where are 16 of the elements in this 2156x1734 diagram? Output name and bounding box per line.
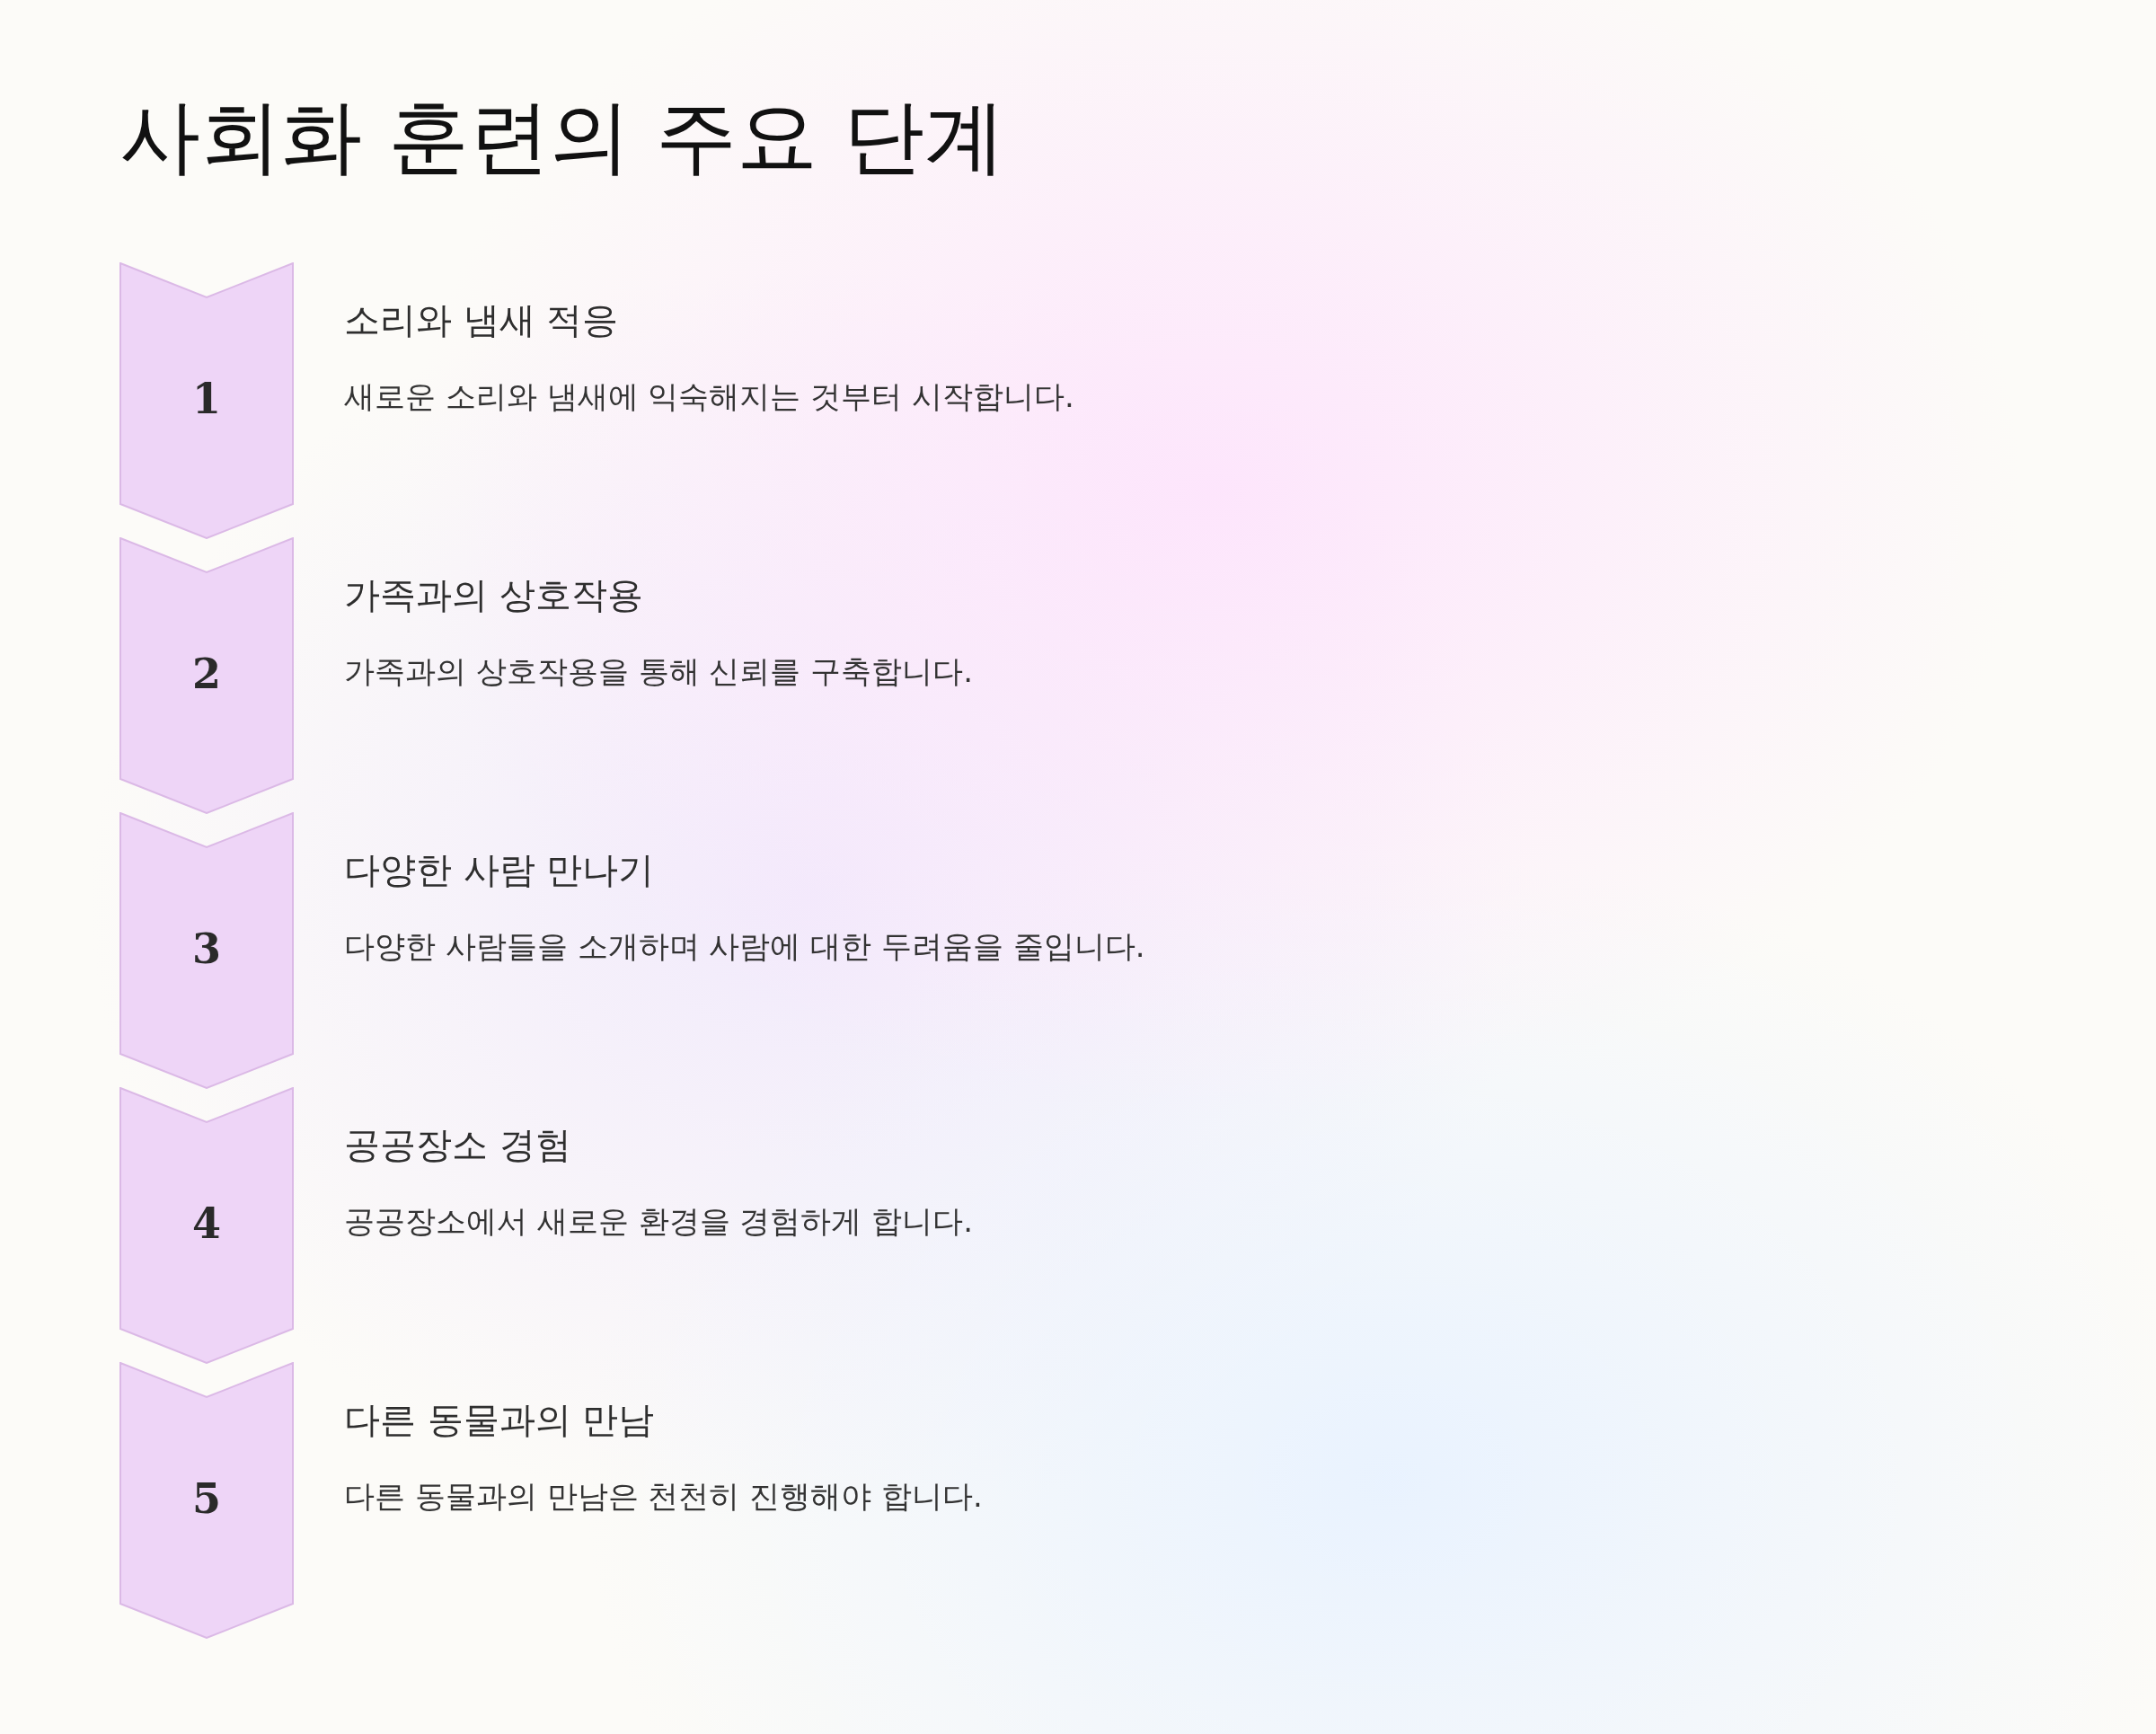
step-heading: 다른 동물과의 만남 (344, 1398, 655, 1442)
step-number: 1 (192, 374, 221, 424)
step-number: 4 (192, 1199, 221, 1249)
step-description: 공공장소에서 새로운 환경을 경험하게 합니다. (344, 1202, 974, 1241)
title: 사회화 훈련의 주요 단계 (119, 88, 1005, 185)
step-number: 3 (192, 924, 221, 974)
step-description: 새로운 소리와 냄새에 익숙해지는 것부터 시작합니다. (344, 377, 1074, 416)
step-number: 5 (192, 1473, 221, 1524)
step-number: 2 (192, 649, 221, 699)
step-heading: 다양한 사람 만나기 (344, 848, 655, 892)
step-heading: 가족과의 상호작용 (344, 573, 643, 617)
step-description: 다양한 사람들을 소개하며 사람에 대한 두려움을 줄입니다. (344, 927, 1145, 966)
step-heading: 소리와 냄새 적응 (344, 298, 619, 342)
step-description: 가족과의 상호작용을 통해 신뢰를 구축합니다. (344, 652, 974, 691)
step-description: 다른 동물과의 만남은 천천히 진행해야 합니다. (344, 1477, 983, 1516)
step-heading: 공공장소 경험 (344, 1123, 571, 1167)
